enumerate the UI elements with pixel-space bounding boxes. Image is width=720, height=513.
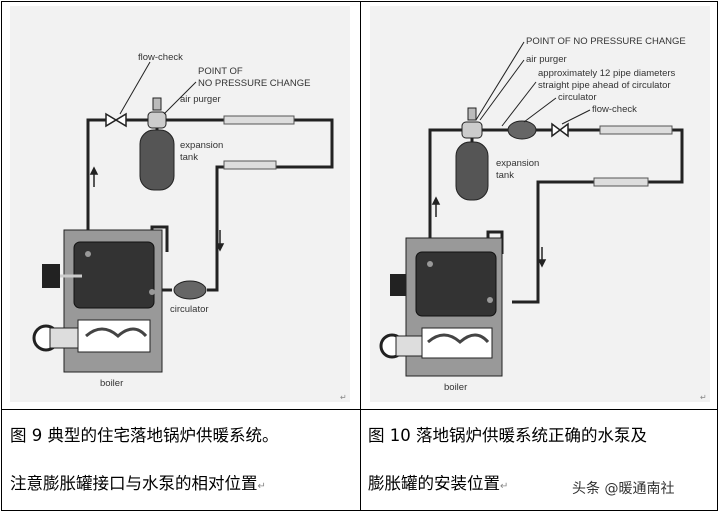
leader-flow-check (561, 109, 591, 125)
leader-air-purger (479, 59, 525, 121)
figure-10-caption-line1: 图 10 落地锅炉供暖系统正确的水泵及 (368, 426, 647, 445)
label-circulator: circulator (558, 92, 597, 103)
label-air-purger: air purger (180, 94, 221, 105)
leader-approx (501, 81, 537, 127)
figure-10-boiler (379, 237, 503, 377)
paragraph-mark: ↵ (500, 481, 509, 492)
paragraph-mark: ↵ (700, 393, 707, 402)
label-boiler: boiler (444, 382, 467, 393)
label-expansion-line2: tank (496, 170, 514, 181)
leader-flow-check (119, 61, 151, 115)
label-boiler: boiler (100, 378, 123, 389)
figure-10-pipe-insulation (593, 125, 673, 187)
label-approx-line2: straight pipe ahead of circulator (538, 80, 671, 91)
label-approx-line1: approximately 12 pipe diameters (538, 68, 676, 79)
figure-10-flow-check-valve (551, 122, 569, 138)
figure-10-air-purger (461, 107, 483, 139)
watermark: 头条 @暖通南社 (572, 481, 675, 497)
column-divider (360, 1, 361, 511)
figure-9-panel: flow-check POINT OF NO PRESSURE CHANGE a… (2, 2, 360, 408)
figure-10-panel: POINT OF NO PRESSURE CHANGE air purger a… (362, 2, 720, 408)
paragraph-mark: ↵ (340, 393, 347, 402)
figure-9-caption-line1: 图 9 典型的住宅落地锅炉供暖系统。 (10, 426, 279, 445)
leader-circulator (523, 97, 557, 123)
figure-9-circulator (173, 280, 207, 300)
figure-9-boiler (32, 229, 163, 373)
row-divider (1, 409, 718, 410)
figure-9-expansion-tank (139, 129, 175, 191)
label-point-line1: POINT OF (198, 66, 243, 77)
label-circulator: circulator (170, 304, 209, 315)
label-point: POINT OF NO PRESSURE CHANGE (526, 36, 686, 47)
label-flow-check: flow-check (592, 104, 637, 115)
figure-9-diagram: flow-check POINT OF NO PRESSURE CHANGE a… (10, 6, 350, 402)
figure-10-flow-arrows (431, 196, 547, 268)
figure-10-caption-line2: 膨胀罐的安装位置 (368, 474, 500, 493)
figure-9-flow-check-valve (105, 112, 127, 128)
label-expansion-line2: tank (180, 152, 198, 163)
figure-9-pipe-insulation (223, 115, 295, 170)
paragraph-mark: ↵ (257, 481, 266, 492)
label-flow-check: flow-check (138, 52, 183, 63)
label-air-purger: air purger (526, 54, 567, 65)
figure-10-expansion-tank (455, 141, 489, 201)
figure-9-caption: 图 9 典型的住宅落地锅炉供暖系统。 注意膨胀罐接口与水泵的相对位置↵ (10, 412, 355, 511)
figure-10-circulator (507, 120, 537, 140)
figure-9-caption-line2: 注意膨胀罐接口与水泵的相对位置 (10, 474, 258, 493)
figure-9-air-purger (147, 97, 167, 129)
label-point-line2: NO PRESSURE CHANGE (198, 78, 310, 89)
figure-9-flow-arrows (89, 166, 225, 252)
figure-10-diagram: POINT OF NO PRESSURE CHANGE air purger a… (370, 6, 710, 402)
label-expansion-line1: expansion (496, 158, 539, 169)
leader-point (475, 41, 525, 121)
figure-10-caption: 图 10 落地锅炉供暖系统正确的水泵及 膨胀罐的安装位置↵ (368, 412, 713, 511)
leader-point (163, 81, 197, 115)
label-expansion-line1: expansion (180, 140, 223, 151)
